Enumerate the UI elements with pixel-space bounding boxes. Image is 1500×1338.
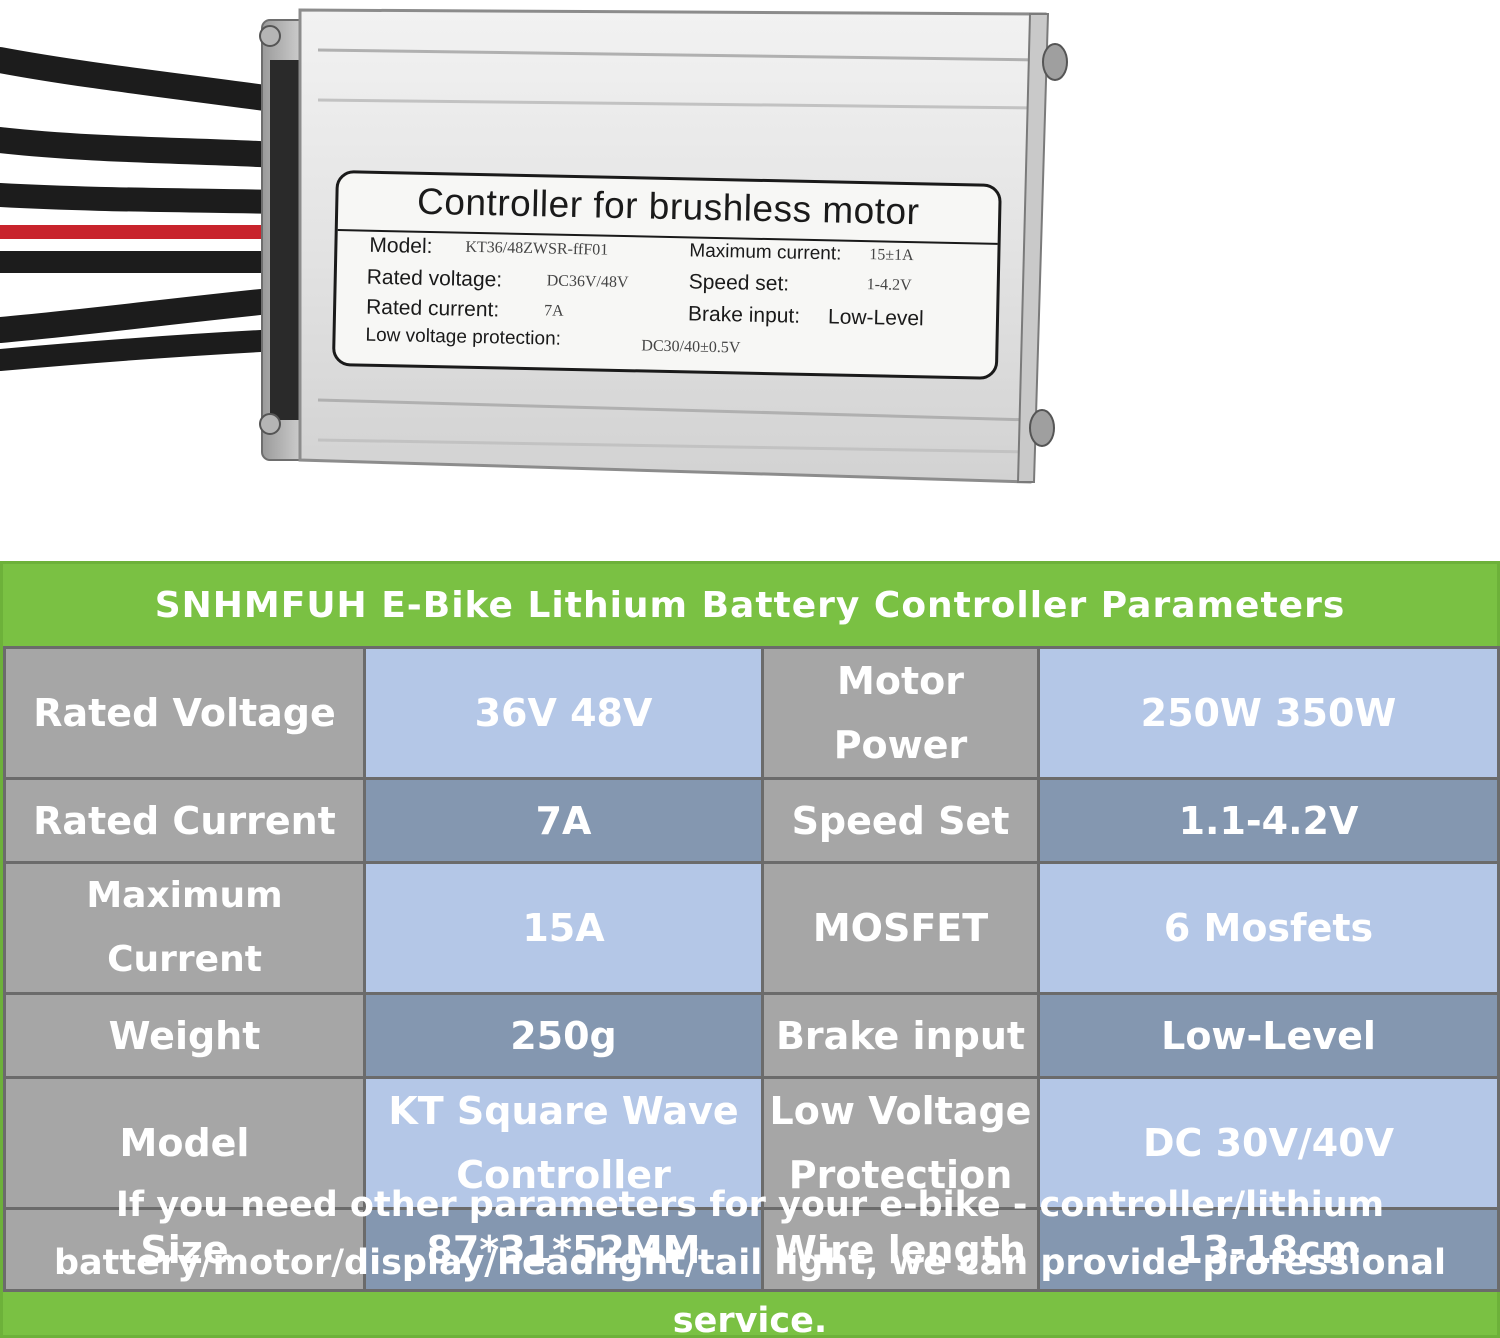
param-label: Weight	[3, 992, 366, 1079]
label-low-voltage: Low voltage protection:	[365, 324, 562, 350]
table-row: Rated Voltage 36V 48V Motor Power 250W 3…	[3, 646, 1500, 780]
parameters-table: Rated Voltage 36V 48V Motor Power 250W 3…	[3, 646, 1500, 1292]
param-value: 250W 350W	[1037, 646, 1500, 780]
product-photo: Controller for brushless motor Model: KT…	[0, 0, 1500, 560]
param-label: Size	[3, 1207, 366, 1292]
label-max-current: Maximum current:	[689, 240, 842, 265]
table-row: Weight 250g Brake input Low-Level	[3, 992, 1500, 1079]
label-speed-set: Speed set:	[688, 270, 790, 296]
controller-label-sticker: Controller for brushless motor Model: KT…	[331, 170, 1002, 380]
service-note-line: If you need other parameters for your e-…	[115, 1184, 1385, 1225]
table-row: Rated Current 7A Speed Set 1.1-4.2V	[3, 777, 1500, 864]
param-value: DC 30V/40V	[1037, 1076, 1500, 1210]
param-label: Motor Power	[761, 646, 1040, 780]
param-label-line: Protection	[788, 1153, 1013, 1197]
table-row: Maximum Current 15A MOSFET 6 Mosfets	[3, 861, 1500, 995]
param-label: Brake input	[761, 992, 1040, 1079]
param-value: 15A	[363, 861, 764, 995]
param-label: Rated Current	[3, 777, 366, 864]
screw-icon	[1029, 409, 1055, 447]
param-value: 6 Mosfets	[1037, 861, 1500, 995]
param-label: MOSFET	[761, 861, 1040, 995]
param-value: 13-18cm	[1037, 1207, 1500, 1292]
param-value: 87*31*52MM	[363, 1207, 764, 1292]
param-label: Low Voltage Protection	[761, 1076, 1040, 1210]
param-value: Low-Level	[1037, 992, 1500, 1079]
label-title: Controller for brushless motor	[416, 180, 920, 233]
parameters-panel: SNHMFUH E-Bike Lithium Battery Controlle…	[0, 561, 1500, 1338]
param-value: 36V 48V	[363, 646, 764, 780]
table-row: Model KT Square Wave Controller Low Volt…	[3, 1076, 1500, 1210]
label-max-current-value: 15±1A	[869, 246, 914, 265]
param-value-line: KT Square Wave	[388, 1089, 739, 1133]
label-rated-voltage-value: DC36V/48V	[546, 272, 629, 292]
label-low-voltage-value: DC30/40±0.5V	[641, 337, 741, 357]
screw-icon	[259, 25, 281, 47]
label-rated-current-value: 7A	[543, 302, 564, 320]
wire-bundle	[0, 47, 293, 371]
label-rated-current: Rated current:	[365, 295, 500, 322]
param-label: Wire length	[761, 1207, 1040, 1292]
screw-icon	[1042, 43, 1068, 81]
param-value: 1.1-4.2V	[1037, 777, 1500, 864]
table-row: Size 87*31*52MM Wire length 13-18cm	[3, 1207, 1500, 1292]
label-speed-set-value: 1-4.2V	[866, 276, 912, 295]
param-value: KT Square Wave Controller	[363, 1076, 764, 1210]
param-label: Speed Set	[761, 777, 1040, 864]
label-model-value: KT36/48ZWSR-ffF01	[465, 238, 609, 259]
param-value: 7A	[363, 777, 764, 864]
param-label: Model	[3, 1076, 366, 1210]
param-label: Maximum Current	[3, 861, 366, 995]
wire-grommet	[270, 60, 302, 420]
label-model: Model:	[369, 233, 433, 259]
label-brake-input: Brake input:	[687, 302, 801, 328]
service-note: If you need other parameters for your e-…	[3, 1185, 1497, 1338]
parameters-title: SNHMFUH E-Bike Lithium Battery Controlle…	[154, 584, 1346, 626]
label-rated-voltage: Rated voltage:	[366, 265, 503, 292]
param-value: 250g	[363, 992, 764, 1079]
screw-icon	[259, 413, 281, 435]
param-value-line: Controller	[456, 1153, 671, 1197]
param-label-line: Low Voltage	[769, 1089, 1032, 1133]
service-note-line: battery/motor/display/headlight/tail lig…	[53, 1242, 1447, 1338]
label-brake-input-value: Low-Level	[827, 305, 924, 331]
param-label: Rated Voltage	[3, 646, 366, 780]
